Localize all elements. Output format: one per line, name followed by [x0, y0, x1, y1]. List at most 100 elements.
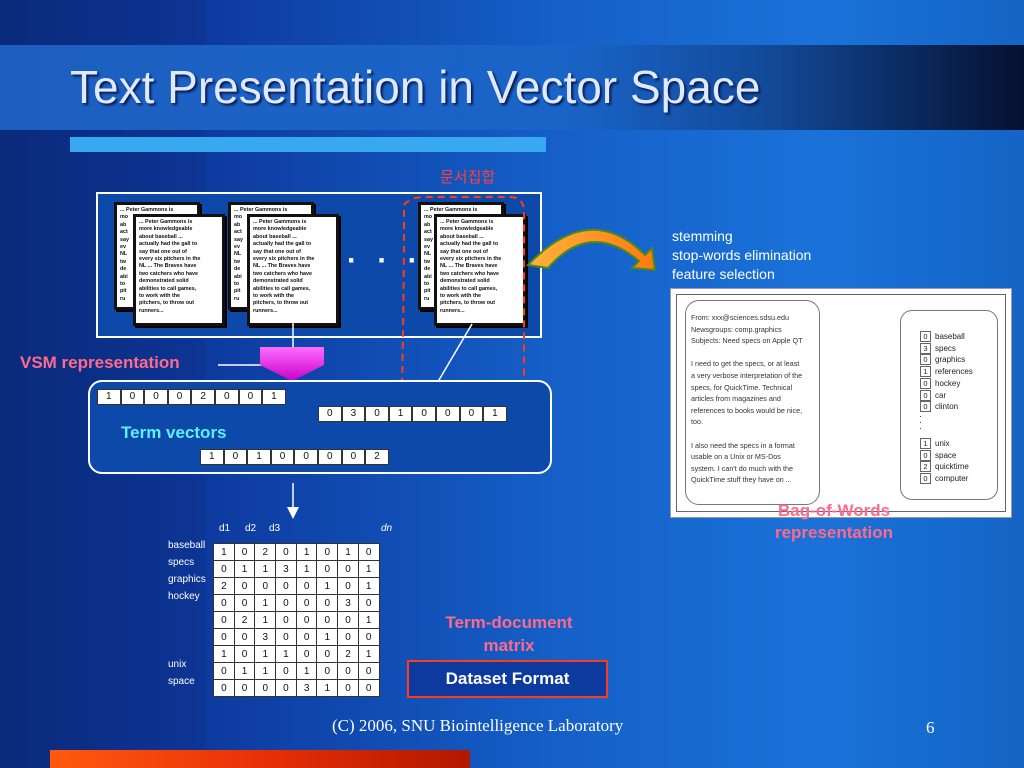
matrix-cell: 0 — [275, 611, 297, 629]
email-document-box — [685, 300, 820, 505]
matrix-cell: 0 — [357, 543, 380, 561]
matrix-cell: 0 — [316, 611, 339, 629]
bow-term-row: 0 hockey — [920, 377, 961, 389]
email-line: I also need the specs in a format — [691, 440, 795, 450]
matrix-cell: 0 — [357, 679, 380, 697]
matrix-cell: 1 — [233, 560, 256, 578]
document-line: to work with the — [139, 293, 181, 300]
matrix-cell: 0 — [357, 628, 380, 646]
document-line: say that one out of — [139, 248, 187, 255]
document-line: runners... — [440, 307, 465, 314]
matrix-cell: 2 — [233, 611, 256, 629]
bow-term-name: computer — [935, 474, 969, 484]
matrix-cell: 1 — [213, 645, 235, 663]
email-line: specs, for QuickTime. Technical — [691, 382, 793, 392]
matrix-cell: 2 — [213, 577, 235, 595]
matrix-cell: 0 — [295, 594, 318, 612]
bow-term-name: clinton — [935, 402, 959, 412]
matrix-row-label: unix — [168, 659, 187, 670]
matrix-cell: 0 — [213, 611, 235, 629]
bow-caption-line: representation — [774, 523, 894, 542]
document-line: two catchers who have — [253, 270, 313, 277]
vector-cell: 1 — [483, 406, 507, 422]
document-line: pitchers, to throw out — [253, 300, 309, 307]
matrix-cell: 0 — [316, 645, 339, 663]
matrix-cell: 1 — [316, 628, 339, 646]
matrix-cell: 0 — [295, 611, 318, 629]
document-line: demonstrated solid — [139, 278, 189, 285]
matrix-cell: 1 — [357, 611, 380, 629]
document-line: to work with the — [253, 293, 295, 300]
tdm-caption-line: matrix — [483, 636, 535, 655]
vsm-representation-label: VSM representation — [20, 353, 180, 372]
matrix-cell: 1 — [275, 645, 297, 663]
email-line: a very verbose interpretation of the — [691, 371, 803, 380]
bow-term-name: references — [935, 367, 973, 377]
bow-term-count: 0 — [920, 389, 931, 401]
document-line: about baseball ... — [440, 233, 484, 240]
vector-cell: 0 — [459, 406, 484, 422]
bow-term-name: hockey — [935, 378, 961, 388]
matrix-cell: 0 — [337, 628, 359, 646]
email-line: usable on a Unix or MS-Dos — [691, 452, 781, 462]
document-line: demonstrated solid — [440, 278, 490, 285]
document-back-text: ... Peter Gammons is mo ab act say ev NL… — [120, 207, 174, 302]
vector-cell: 0 — [317, 449, 342, 465]
bow-caption-line: Bag-of-Words — [777, 501, 891, 520]
document-line: demonstrated solid — [253, 278, 303, 285]
bow-term-count: 0 — [920, 377, 931, 389]
matrix-col-header: d1 — [219, 523, 231, 534]
vector-cell: 0 — [318, 406, 342, 422]
bow-term-count: 0 — [920, 401, 931, 413]
vector-cell: 1 — [262, 389, 286, 405]
vector-cell: 2 — [365, 449, 389, 465]
tdm-caption-line: Term-document — [445, 613, 573, 632]
email-line: From: xxx@sciences.sdsu.edu — [691, 313, 789, 322]
document-line: ... Peter Gammons is — [139, 219, 193, 225]
email-line: system. I can't do much with the — [691, 463, 794, 473]
matrix-cell: 0 — [254, 577, 277, 595]
vector-cell: 0 — [144, 389, 168, 405]
slide-number: 6 — [926, 718, 935, 737]
email-line: articles from magazines and — [691, 394, 781, 404]
vector-cell: 0 — [435, 406, 460, 422]
vector-cell: 1 — [388, 406, 413, 422]
vector-cell: 1 — [200, 449, 224, 465]
vector-cell: 0 — [167, 389, 192, 405]
matrix-cell: 0 — [233, 543, 256, 561]
bow-term-count: 0 — [920, 354, 931, 366]
matrix-cell: 0 — [316, 662, 339, 680]
matrix-cell: 1 — [337, 543, 359, 561]
bow-term-count: 3 — [920, 342, 931, 354]
document-line: pitchers, to throw out — [139, 300, 195, 307]
bag-of-words-caption: Bag-of-Words representation — [752, 500, 916, 544]
document-line: actually had the gall to — [139, 241, 198, 248]
matrix-cell: 0 — [337, 662, 359, 680]
matrix-cell: 0 — [295, 645, 318, 663]
matrix-cell: 0 — [337, 611, 359, 629]
vector-cell: 1 — [97, 389, 121, 405]
matrix-cell: 1 — [254, 594, 277, 612]
matrix-row-label: hockey — [168, 591, 200, 602]
matrix-cell: 0 — [275, 679, 297, 697]
vsm-transform-arrow — [260, 347, 324, 381]
matrix-cell: 0 — [275, 594, 297, 612]
email-line: references to books would be nice, — [691, 405, 803, 415]
document-line: runners... — [139, 307, 164, 314]
document-collection-label: 문서집합 — [440, 169, 496, 186]
matrix-row-label: specs — [168, 557, 195, 568]
title-underline-bar — [70, 137, 546, 152]
bottom-accent-bar — [50, 750, 470, 768]
matrix-cell: 1 — [295, 560, 318, 578]
document-line: say that one out of — [440, 248, 488, 255]
